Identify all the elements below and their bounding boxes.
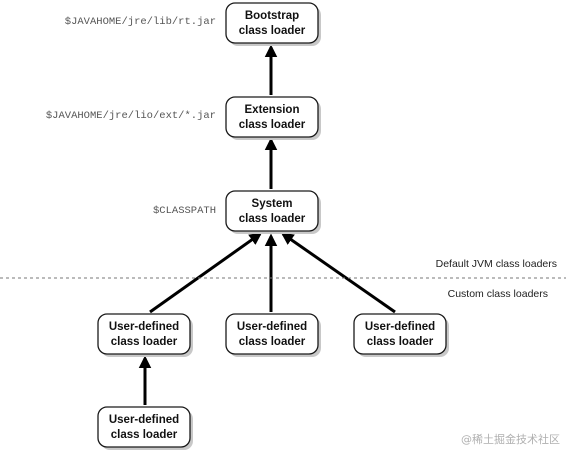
user-center-subtitle: class loader — [239, 336, 306, 348]
user-defined-node-bottom: User-defined class loader — [97, 406, 193, 450]
bootstrap-subtitle: class loader — [239, 25, 306, 37]
custom-loaders-label: Custom class loaders — [448, 288, 548, 300]
user-defined-node-left: User-defined class loader — [97, 313, 193, 357]
extension-title: Extension — [245, 104, 300, 116]
edge-user-right-to-system — [280, 232, 396, 314]
edges — [138, 44, 396, 405]
default-loaders-label: Default JVM class loaders — [436, 258, 557, 270]
extension-subtitle: class loader — [239, 119, 306, 131]
user-left-subtitle: class loader — [111, 336, 178, 348]
system-node: System class loader — [225, 190, 321, 234]
user-center-title: User-defined — [237, 321, 307, 333]
edge-user-left-to-system — [149, 232, 263, 314]
extension-node: Extension class loader — [225, 96, 321, 140]
user-bottom-title: User-defined — [109, 414, 179, 426]
user-left-title: User-defined — [109, 321, 179, 333]
user-defined-node-center: User-defined class loader — [225, 313, 321, 357]
system-title: System — [252, 198, 293, 210]
bootstrap-path-label: $JAVAHOME/jre/lib/rt.jar — [65, 16, 216, 28]
extension-path-label: $JAVAHOME/jre/lio/ext/*.jar — [46, 110, 216, 122]
bootstrap-title: Bootstrap — [245, 10, 299, 22]
watermark-text: @稀土掘金技术社区 — [461, 432, 560, 446]
user-bottom-subtitle: class loader — [111, 429, 178, 441]
user-right-title: User-defined — [365, 321, 435, 333]
user-defined-node-right: User-defined class loader — [353, 313, 449, 357]
system-subtitle: class loader — [239, 213, 306, 225]
system-path-label: $CLASSPATH — [153, 205, 216, 217]
bootstrap-node: Bootstrap class loader — [225, 2, 321, 46]
user-right-subtitle: class loader — [367, 336, 434, 348]
